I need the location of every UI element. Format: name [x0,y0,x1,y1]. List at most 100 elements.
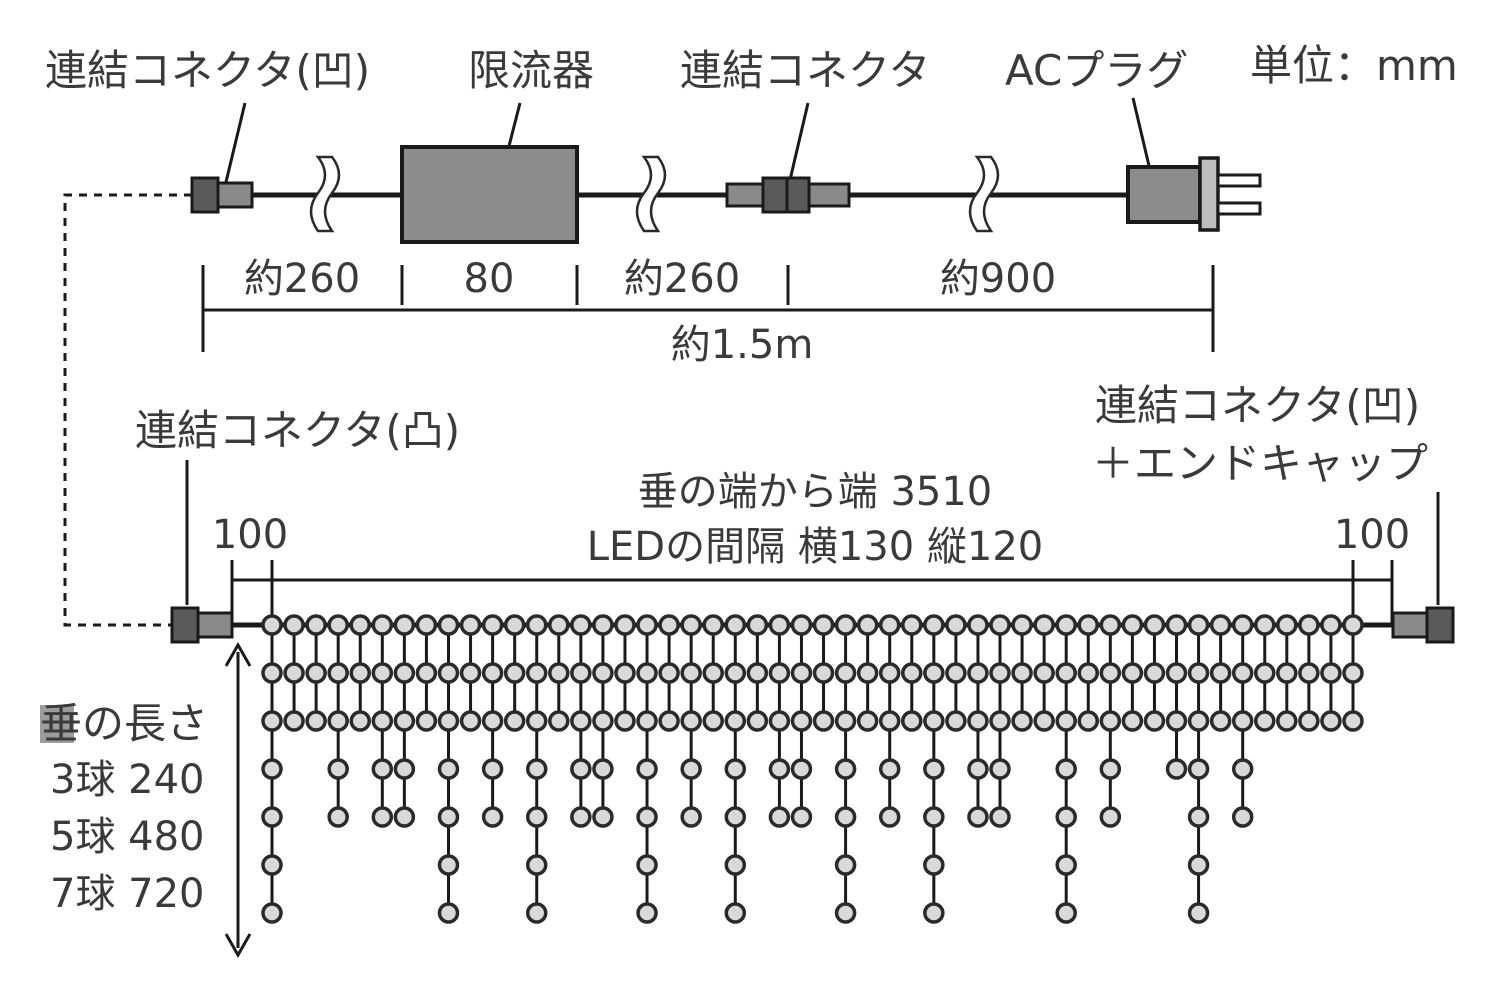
led-bulb [503,614,526,636]
led-bulb [570,710,592,732]
led-drop [614,614,636,732]
led-drop [327,614,349,828]
led-bulb [1165,710,1188,732]
led-drop [790,614,813,828]
led-bulb [812,614,835,636]
led-drop [967,614,989,828]
arrow-down-icon [224,933,252,959]
led-bulb [1055,662,1077,684]
led-drop [1320,614,1342,732]
led-drop [349,614,371,732]
led-bulb [702,662,724,684]
led-bulb [1342,662,1364,684]
led-bulb [525,710,548,732]
connector-male-housing [170,606,200,644]
led-bulb [393,758,416,780]
dim-seg4-label: 約900 [940,256,1056,302]
cord-break-icon [968,155,1000,233]
led-bulb [393,710,416,732]
led-bulb [812,662,835,684]
led-bulb [393,662,416,684]
led-bulb [1276,710,1298,732]
led-bulb [834,806,857,828]
led-bulb [1209,614,1232,636]
spacing-label: LEDの間隔 横130 縦120 [587,524,1043,570]
arrow-up-icon [224,641,252,667]
led-bulb [1077,662,1100,684]
led-bulb [1298,662,1320,684]
led-bulb [1342,710,1364,732]
led-drop [1254,614,1276,732]
led-drop [1298,614,1320,732]
led-bulb [945,614,967,636]
led-bulb [658,710,680,732]
led-drop [1276,614,1298,732]
led-bulb [437,854,460,876]
led-drop [570,614,592,828]
led-bulb [1320,662,1342,684]
led-bulb [459,662,482,684]
led-drop [702,614,724,732]
led-bulb [614,614,636,636]
led-bulb [415,662,438,684]
led-bulb [658,662,680,684]
connector-female-sleeve [216,181,254,209]
led-drop [834,614,857,924]
led-bulb [327,662,349,684]
led-bulb [834,758,857,780]
led-bulb [680,614,702,636]
led-bulb [724,854,747,876]
led-icicle-string: 連結コネクタ(凸) 連結コネクタ(凹) ＋エンドキャップ 垂の端から端 3510… [135,381,1455,924]
led-bulb [989,614,1011,636]
led-bulb [1055,902,1077,924]
led-bulb [525,662,548,684]
led-bulb [1165,662,1188,684]
led-bulb [1187,758,1210,780]
led-bulb [283,662,305,684]
led-bulb [525,806,548,828]
ac-plug-label: ACプラグ [1005,46,1188,95]
led-bulb [923,806,945,828]
led-bulb [1077,614,1100,636]
led-bulb [967,614,989,636]
led-bulb [1254,614,1276,636]
led-bulb [327,710,349,732]
led-drop [1121,614,1144,732]
led-bulb [592,614,614,636]
led-bulb [724,758,747,780]
led-drop [724,614,747,924]
led-bulb [481,758,504,780]
led-drop [437,614,460,924]
connector-mid-leader [788,102,810,181]
led-bulb [923,854,945,876]
led-bulb [746,614,769,636]
led-bulb [768,710,791,732]
led-bulb [1121,662,1144,684]
led-bulb [1342,614,1364,636]
led-bulb [592,758,614,780]
led-bulb [1033,614,1055,636]
led-bulb [680,806,702,828]
led-bulb [746,710,769,732]
led-bulb [967,710,989,732]
led-bulb [592,662,614,684]
limiter-leader [506,102,522,151]
led-bulb [834,902,857,924]
led-bulb [548,614,570,636]
led-bulb [305,662,327,684]
led-bulb [1231,614,1254,636]
connector-mid-left-sleeve [725,182,765,208]
led-drop [878,614,901,828]
led-bulb [437,902,460,924]
led-bulb [1055,758,1077,780]
led-drop [525,614,548,924]
drop-length-legend: 垂の長さ 3球 240 5球 480 7球 720 [40,641,252,959]
connector-female-end-label: 連結コネクタ(凹) [1095,381,1420,430]
dim-total-label: 約1.5m [671,322,814,368]
connector-mid-left-housing [761,176,789,214]
led-drop [503,614,526,732]
current-limiter-box [400,145,579,244]
power-cord-assembly: 連結コネクタ(凹) 限流器 連結コネクタ ACプラグ 単位：mm [45,41,1458,368]
span-label: 垂の端から端 3510 [638,469,993,515]
led-bulb [967,806,989,828]
